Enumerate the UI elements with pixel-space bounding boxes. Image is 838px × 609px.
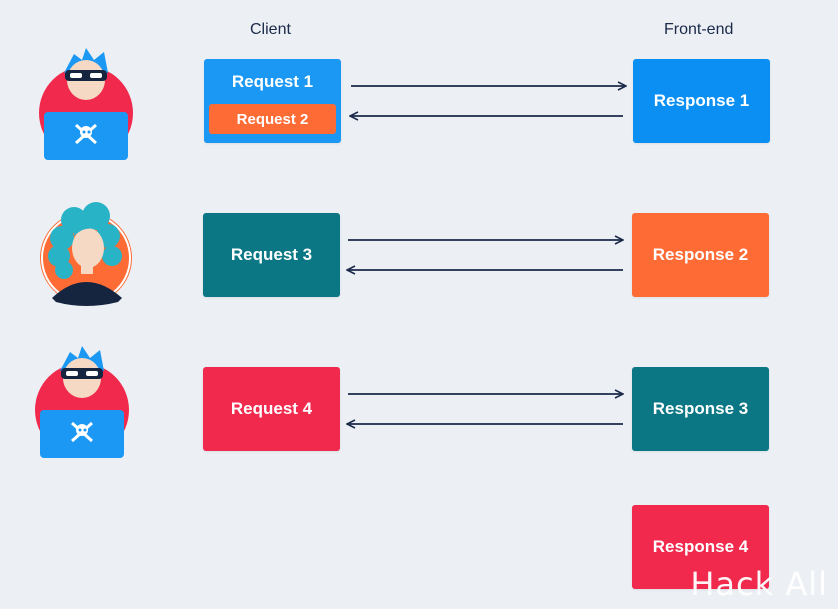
hacker-avatar-2 — [35, 346, 129, 458]
response-3-box: Response 3 — [632, 367, 769, 451]
response-4-label: Response 4 — [652, 537, 749, 556]
woman-avatar — [40, 202, 132, 306]
response-2-box: Response 2 — [632, 213, 769, 297]
request-3-box: Request 3 — [203, 213, 340, 297]
request-3-label: Request 3 — [230, 245, 313, 264]
request-4-label: Request 4 — [230, 399, 313, 418]
hacker-avatar-1 — [39, 48, 133, 160]
client-column-header: Client — [250, 21, 291, 38]
request-4-box: Request 4 — [203, 367, 340, 451]
response-2-label: Response 2 — [652, 245, 749, 264]
request-1-label: Request 1 — [231, 72, 314, 91]
response-1-box: Response 1 — [633, 59, 770, 143]
response-4-box: Response 4 — [632, 505, 769, 589]
response-1-label: Response 1 — [653, 91, 750, 110]
frontend-column-header: Front-end — [664, 21, 734, 38]
response-3-label: Response 3 — [652, 399, 749, 418]
watermark: Hack All — [690, 565, 828, 603]
request-2-label: Request 2 — [236, 110, 309, 128]
request-2-box: Request 2 — [209, 104, 336, 134]
